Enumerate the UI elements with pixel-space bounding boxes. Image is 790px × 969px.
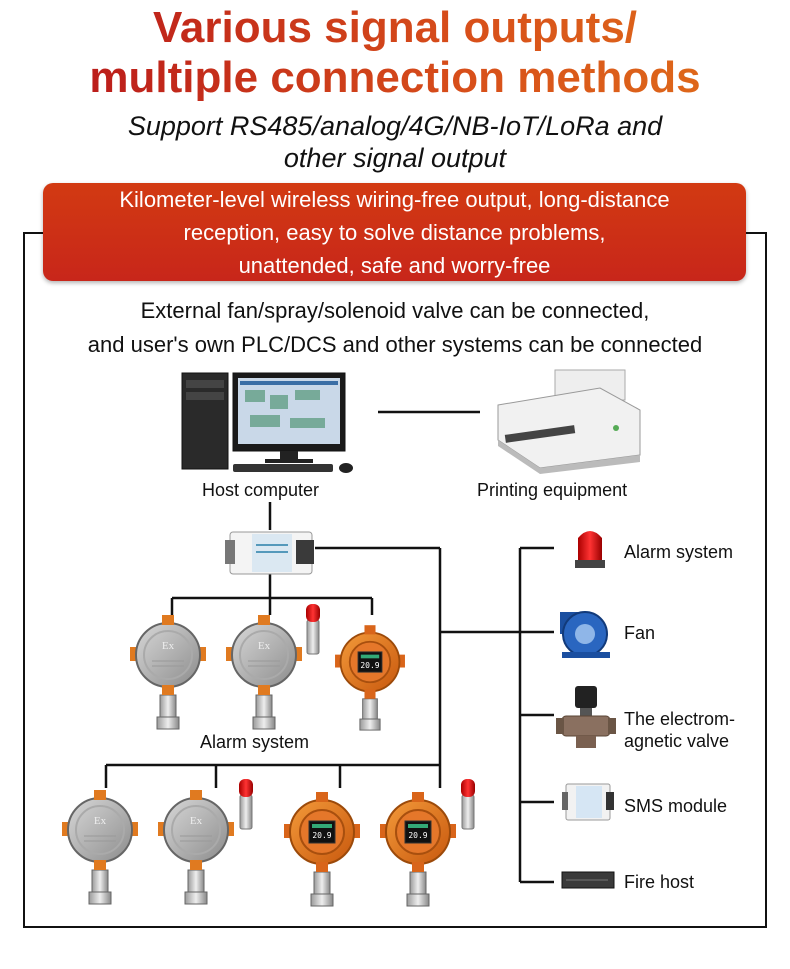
- display-reading: 20.9: [312, 831, 331, 840]
- output-alarm-label: Alarm system: [624, 542, 734, 562]
- banner-line3: unattended, safe and worry-free: [238, 253, 551, 278]
- ex-mark: Ex: [162, 640, 175, 652]
- alarm-lamp-icon: [575, 531, 605, 568]
- sms-module-icon: [562, 783, 614, 821]
- output-fire-label: Fire host: [624, 872, 695, 892]
- output-valve-label-line2: agnetic valve: [624, 731, 730, 751]
- banner-line1: Kilometer-level wireless wiring-free out…: [119, 187, 670, 212]
- solenoid-valve-icon: [556, 686, 616, 748]
- converter-module: [225, 531, 314, 575]
- host-computer: [181, 372, 353, 473]
- ex-mark: Ex: [258, 640, 271, 652]
- output-fan-label: Fan: [624, 623, 656, 643]
- feature-banner: [43, 183, 746, 281]
- external-text-line2: and user's own PLC/DCS and other systems…: [87, 332, 703, 357]
- printer: [497, 369, 641, 474]
- printer-label: Printing equipment: [477, 480, 628, 500]
- fire-host-icon: [561, 871, 615, 889]
- output-valve-label-line1: The electrom-: [624, 709, 736, 729]
- ex-mark: Ex: [94, 815, 107, 827]
- output-sms-label: SMS module: [624, 796, 728, 816]
- subtitle-line2: other signal output: [283, 143, 507, 173]
- ex-mark: Ex: [190, 815, 203, 827]
- wire-lines: [104, 410, 554, 884]
- alarm-group-label: Alarm system: [200, 732, 310, 752]
- subtitle-line1: Support RS485/analog/4G/NB-IoT/LoRa and: [127, 111, 663, 141]
- display-reading: 20.9: [360, 661, 379, 670]
- fan-icon: [560, 611, 610, 658]
- main-title-line2: multiple connection methods: [0, 54, 790, 102]
- external-text-line1: External fan/spray/solenoid valve can be…: [140, 298, 650, 323]
- display-reading: 20.9: [408, 831, 427, 840]
- banner-line2: reception, easy to solve distance proble…: [183, 220, 606, 245]
- host-computer-label: Host computer: [202, 480, 320, 500]
- detector-row2: [61, 778, 476, 907]
- main-title-line1: Various signal outputs/: [0, 4, 790, 52]
